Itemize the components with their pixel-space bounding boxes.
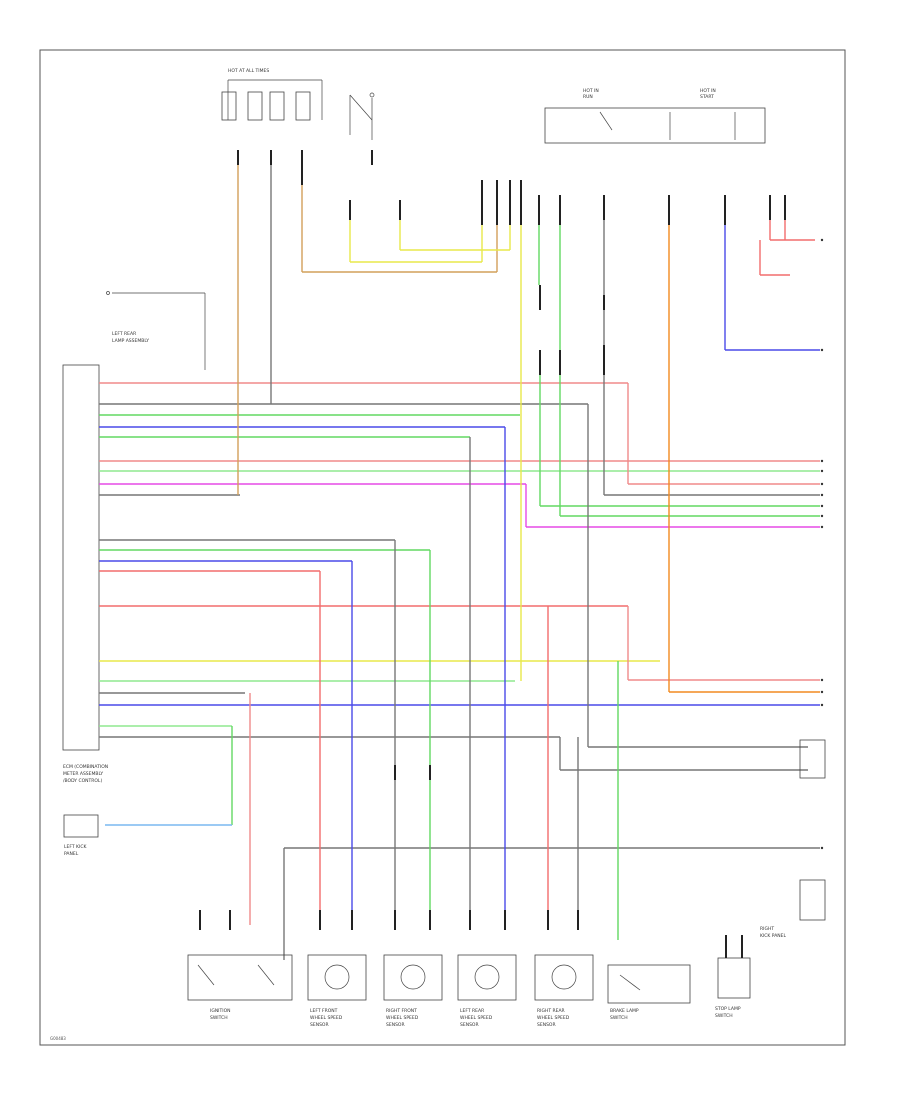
left-kick-panel-block: LEFT KICK PANEL	[63, 814, 99, 857]
sensor-rr-label-2: WHEEL SPEED	[537, 1015, 570, 1021]
sensor-lf-label-1: LEFT FRONT	[310, 1008, 338, 1014]
horizontal-wires	[99, 220, 820, 960]
sensor-rf-label-3: SENSOR	[386, 1022, 405, 1028]
brake-lamp-label-1: BRAKE LAMP	[610, 1008, 639, 1014]
sensor-lf-label-2: WHEEL SPEED	[310, 1015, 343, 1021]
left-lamp-label-1: LEFT REAR	[112, 331, 136, 337]
sensor-rr-label-1: RIGHT REAR	[537, 1008, 565, 1014]
top-right-fuse-block: HOT IN RUN HOT IN START	[544, 88, 766, 144]
ecm-box	[62, 364, 100, 751]
wheel-speed-sensor-rr: RIGHT REAR WHEEL SPEED SENSOR	[534, 954, 594, 1028]
fuse-label-line: HOT AT ALL TIMES	[228, 68, 269, 74]
ecm-label-line3: /BODY CONTROL)	[63, 778, 102, 784]
sensor-lr-label-3: SENSOR	[460, 1022, 479, 1028]
wheel-speed-sensor-rf: RIGHT FRONT WHEEL SPEED SENSOR	[383, 954, 443, 1028]
sensor-lr-label-2: WHEEL SPEED	[460, 1015, 493, 1021]
right-kick-label-2: KICK PANEL	[760, 933, 787, 939]
right-ground-block: RIGHT KICK PANEL	[760, 739, 826, 939]
ignition-switch-label-2: SWITCH	[210, 1015, 228, 1021]
ignition-switch-bottom: IGNITION SWITCH	[187, 954, 293, 1021]
left-kick-label-2: PANEL	[64, 851, 79, 857]
right-kick-label-1: RIGHT	[760, 926, 774, 932]
top-connectors	[237, 150, 786, 375]
top-left-fuse-block: HOT AT ALL TIMES	[221, 68, 323, 121]
sensor-lr-label-1: LEFT REAR	[460, 1008, 484, 1014]
ignition-switch-top	[349, 92, 375, 140]
vertical-wires	[105, 165, 619, 940]
ecm-label-line1: ECM (COMBINATION	[63, 764, 108, 770]
stop-lamp-label-2: SWITCH	[715, 1013, 733, 1019]
sensor-rf-label-1: RIGHT FRONT	[386, 1008, 417, 1014]
sensor-rf-label-2: WHEEL SPEED	[386, 1015, 419, 1021]
ignition-switch-box	[187, 954, 293, 1001]
fuse-start-label: START	[700, 94, 714, 100]
sensor-lf-label-3: SENSOR	[310, 1022, 329, 1028]
brake-lamp-label-2: SWITCH	[610, 1015, 628, 1021]
ecm-connector-block: ECM (COMBINATION METER ASSEMBLY /BODY CO…	[62, 364, 108, 784]
right-terminal-markers	[820, 238, 824, 850]
ecm-label-line2: METER ASSEMBLY	[63, 771, 103, 777]
wheel-speed-sensor-lr: LEFT REAR WHEEL SPEED SENSOR	[457, 954, 517, 1028]
fuse-run-label: RUN	[583, 94, 593, 100]
fuse-hot-in-run-label: HOT IN	[583, 88, 599, 94]
left-rear-lamp-assembly: LEFT REAR LAMP ASSEMBLY	[106, 291, 206, 370]
diagram-frame	[39, 49, 846, 1046]
stop-lamp-label-1: STOP LAMP	[715, 1006, 741, 1012]
fuse-hot-in-start-label: HOT IN	[700, 88, 716, 94]
brake-lamp-switch: BRAKE LAMP SWITCH	[607, 964, 691, 1021]
stop-lamp-switch: STOP LAMP SWITCH	[715, 935, 751, 1019]
footer-code: G00483	[50, 1036, 66, 1041]
sensor-rr-label-3: SENSOR	[537, 1022, 556, 1028]
bottom-connector-pins	[199, 765, 579, 930]
wheel-speed-sensor-lf: LEFT FRONT WHEEL SPEED SENSOR	[307, 954, 367, 1028]
ignition-switch-label-1: IGNITION	[210, 1008, 231, 1014]
left-lamp-label-2: LAMP ASSEMBLY	[112, 338, 149, 344]
left-kick-label-1: LEFT KICK	[64, 844, 87, 850]
